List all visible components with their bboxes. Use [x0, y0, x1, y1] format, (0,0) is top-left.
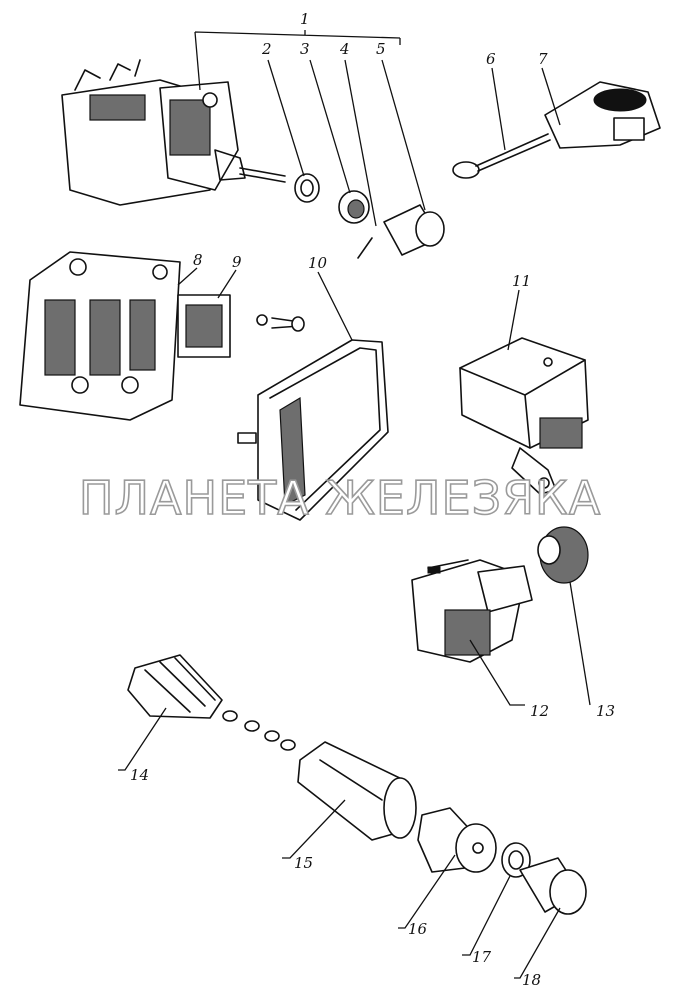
callout-18: 18 [522, 971, 541, 989]
part-12-switch [411, 559, 533, 663]
part-3-cap [338, 190, 370, 224]
part-4-pin [357, 237, 373, 259]
callout-2: 2 [261, 40, 272, 58]
callout-10: 10 [308, 254, 328, 272]
callout-16: 16 [408, 920, 428, 938]
part-10-housing [237, 339, 389, 521]
watermark-text: ПЛАНЕТА ЖЕЛЕЗЯКА [79, 471, 601, 525]
callout-14: 14 [130, 766, 149, 784]
callout-6: 6 [486, 50, 496, 68]
part-18-knob [519, 857, 587, 915]
part-9-fuse-clip [177, 294, 305, 358]
part-5-knob [383, 204, 445, 256]
callout-9: 9 [232, 253, 242, 271]
part-6-lever [452, 133, 551, 179]
part-16-plug-body [417, 807, 497, 873]
part-13-sleeve [537, 526, 589, 584]
callout-7: 7 [538, 50, 548, 68]
callout-4: 4 [339, 40, 350, 58]
callout-labels: 1 2 3 4 5 6 7 8 9 10 11 12 13 14 15 16 1… [130, 10, 615, 989]
part-15-socket [297, 741, 417, 841]
callout-13: 13 [596, 702, 615, 720]
part-1-switch-assembly [61, 59, 286, 206]
callout-11: 11 [512, 272, 531, 290]
leader-lines [118, 30, 591, 979]
part-8-fuse-block [19, 251, 181, 421]
part-14-heating-element [127, 654, 296, 751]
callout-3: 3 [300, 40, 310, 58]
part-2-washer [294, 173, 320, 203]
callout-1: 1 [300, 10, 310, 28]
callout-12: 12 [530, 702, 549, 720]
callout-15: 15 [294, 854, 313, 872]
part-11-relay [459, 337, 589, 495]
callout-17: 17 [472, 948, 492, 966]
callout-8: 8 [193, 251, 203, 269]
callout-5: 5 [376, 40, 386, 58]
part-7-clamp [544, 81, 661, 149]
